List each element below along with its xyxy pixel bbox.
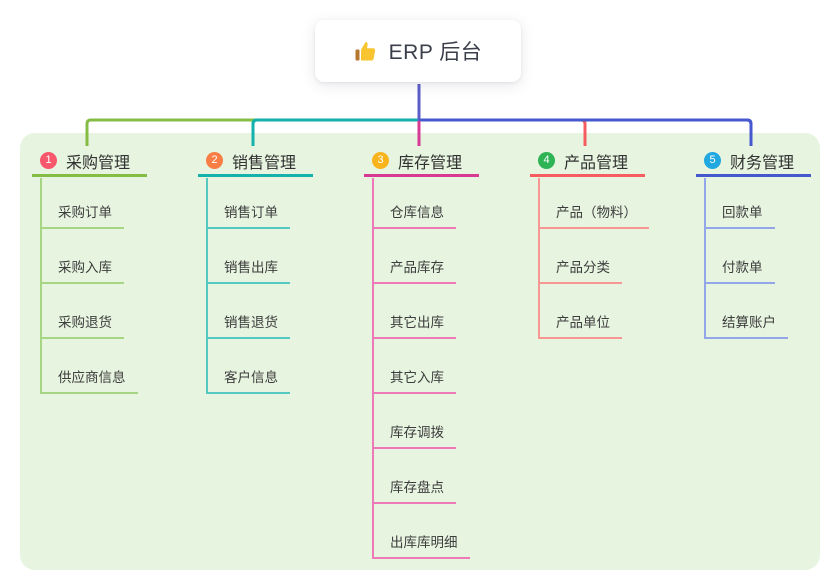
branch-child[interactable]: 销售出库 (206, 256, 290, 284)
branch-child-label: 回款单 (722, 205, 763, 220)
branch-child[interactable]: 出库库明细 (372, 531, 470, 559)
mindmap-canvas (20, 133, 820, 570)
branch-badge: 1 (40, 152, 57, 169)
branch-child-label: 仓库信息 (390, 205, 444, 220)
branch-child[interactable]: 采购订单 (40, 201, 124, 229)
branch-child-label: 客户信息 (224, 370, 278, 385)
child-connector-line (704, 178, 706, 339)
child-connector-line (206, 178, 208, 394)
branch-child-label: 库存调拨 (390, 425, 444, 440)
branch-child[interactable]: 客户信息 (206, 366, 290, 394)
branch-child-label: 采购退货 (58, 315, 112, 330)
branch-child[interactable]: 产品（物料） (538, 201, 649, 229)
branch-child[interactable]: 仓库信息 (372, 201, 456, 229)
branch-badge: 5 (704, 152, 721, 169)
branch-child-label: 产品（物料） (556, 205, 637, 220)
branch-badge: 2 (206, 152, 223, 169)
child-connector-line (372, 178, 374, 559)
branch-child[interactable]: 供应商信息 (40, 366, 138, 394)
branch-title-4[interactable]: 4 产品管理 (530, 147, 645, 177)
branch-child[interactable]: 产品单位 (538, 311, 622, 339)
branch-child-label: 产品单位 (556, 315, 610, 330)
branch-title-2[interactable]: 2 销售管理 (198, 147, 313, 177)
branch-child[interactable]: 采购退货 (40, 311, 124, 339)
branch-child-label: 付款单 (722, 260, 763, 275)
child-connector-line (40, 178, 42, 394)
branch-child[interactable]: 销售订单 (206, 201, 290, 229)
branch-child[interactable]: 产品分类 (538, 256, 622, 284)
branch-title-1[interactable]: 1 采购管理 (32, 147, 147, 177)
branch-badge: 4 (538, 152, 555, 169)
branch-child[interactable]: 产品库存 (372, 256, 456, 284)
root-label: ERP 后台 (388, 41, 483, 64)
branch-child-label: 产品分类 (556, 260, 610, 275)
branch-child[interactable]: 其它出库 (372, 311, 456, 339)
branch-child-label: 出库库明细 (390, 535, 458, 550)
child-connector-line (538, 178, 540, 339)
branch-label: 产品管理 (564, 154, 629, 172)
branch-child[interactable]: 其它入库 (372, 366, 456, 394)
branch-child-label: 供应商信息 (58, 370, 126, 385)
branch-child-label: 采购入库 (58, 260, 112, 275)
branch-badge: 3 (372, 152, 389, 169)
branch-child-label: 销售订单 (224, 205, 278, 220)
branch-child-label: 采购订单 (58, 205, 112, 220)
branch-child-label: 销售退货 (224, 315, 278, 330)
branch-child-label: 其它入库 (390, 370, 444, 385)
branch-child[interactable]: 回款单 (704, 201, 775, 229)
root-node[interactable]: ERP 后台 (315, 20, 521, 82)
branch-label: 库存管理 (398, 154, 463, 172)
branch-child[interactable]: 采购入库 (40, 256, 124, 284)
branch-label: 采购管理 (66, 154, 131, 172)
branch-child[interactable]: 结算账户 (704, 311, 788, 339)
branch-child-label: 库存盘点 (390, 480, 444, 495)
branch-child[interactable]: 库存盘点 (372, 476, 456, 504)
branch-child-label: 销售出库 (224, 260, 278, 275)
branch-child[interactable]: 销售退货 (206, 311, 290, 339)
branch-title-5[interactable]: 5 财务管理 (696, 147, 811, 177)
branch-title-3[interactable]: 3 库存管理 (364, 147, 479, 177)
branch-child-label: 结算账户 (722, 315, 776, 330)
branch-label: 销售管理 (232, 154, 297, 172)
branch-child[interactable]: 付款单 (704, 256, 775, 284)
branch-child[interactable]: 库存调拨 (372, 421, 456, 449)
thumbs-up-icon (354, 39, 378, 63)
branch-child-label: 产品库存 (390, 260, 444, 275)
branch-child-label: 其它出库 (390, 315, 444, 330)
branch-label: 财务管理 (730, 154, 795, 172)
